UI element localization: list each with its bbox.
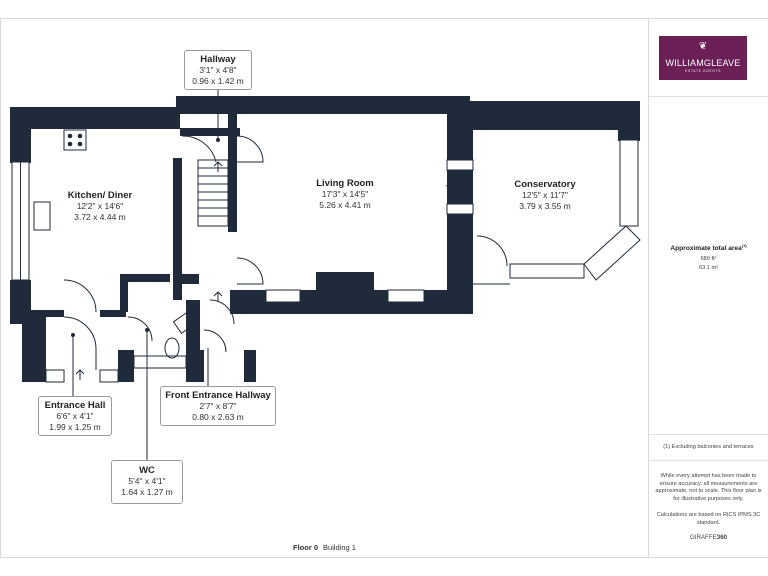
panel-divider — [649, 96, 768, 97]
room-name: Hallway — [200, 54, 236, 65]
area-heading-text: Approximate total area — [670, 245, 742, 253]
building-label: Building 1 — [323, 543, 356, 552]
floor-caption: Floor 0 Building 1 — [0, 543, 649, 552]
credit-b: 360 — [716, 534, 728, 541]
info-panel — [649, 18, 768, 558]
room-conservatory: Conservatory 12'5" x 11'7" 3.79 x 3.55 m — [495, 179, 595, 212]
callout-wc: WC 5'4" x 4'1" 1.64 x 1.27 m — [111, 460, 183, 504]
area-sqft: 680 ft² — [700, 256, 717, 262]
disclaimer-note: While every attempt has been made to ens… — [655, 473, 762, 502]
panel-divider — [649, 460, 768, 461]
brand-name: WILLIAMGLEAVE — [665, 58, 741, 68]
brand-logo: ❦ WILLIAMGLEAVE ESTATE AGENTS — [659, 36, 747, 80]
room-kitchen-diner: Kitchen/ Diner 12'2" x 14'6" 3.72 x 4.44… — [55, 190, 145, 223]
room-imperial: 5'4" x 4'1" — [128, 476, 166, 486]
room-name: WC — [139, 465, 155, 476]
room-imperial: 6'6" x 4'1" — [56, 411, 94, 421]
area-heading: Approximate total area(1) — [652, 242, 765, 253]
room-metric: 5.26 x 4.41 m — [319, 200, 371, 210]
room-imperial: 12'2" x 14'6" — [76, 201, 124, 211]
panel-divider — [649, 434, 768, 435]
callout-front-entrance-hallway: Front Entrance Hallway 2'7" x 8'7" 0.80 … — [160, 386, 276, 426]
floor-label: Floor 0 — [293, 543, 319, 552]
room-name: Conservatory — [514, 179, 576, 190]
room-name: Front Entrance Hallway — [165, 390, 271, 401]
room-metric: 3.72 x 4.44 m — [74, 212, 126, 222]
room-imperial: 17'3" x 14'5" — [321, 189, 369, 199]
callout-entrance-hall: Entrance Hall 6'6" x 4'1" 1.99 x 1.25 m — [38, 396, 112, 436]
room-name: Living Room — [316, 178, 374, 189]
room-metric: 0.96 x 1.42 m — [192, 76, 244, 86]
floor-plan-frame — [0, 18, 649, 558]
room-name: Entrance Hall — [44, 400, 106, 411]
room-metric: 0.80 x 2.63 m — [192, 412, 244, 422]
brand-tagline: ESTATE AGENTS — [684, 69, 722, 73]
room-metric: 1.64 x 1.27 m — [121, 487, 173, 497]
giraffe360-credit: GIRAFFE360 — [652, 534, 765, 542]
calculation-note: Calculations are based on RICS IPMS 3C s… — [656, 512, 761, 526]
callout-hallway: Hallway 3'1" x 4'8" 0.96 x 1.42 m — [184, 50, 252, 90]
credit-a: GIRAFFE — [689, 534, 717, 541]
room-imperial: 3'1" x 4'8" — [199, 65, 237, 75]
brand-monogram-icon: ❦ — [698, 41, 708, 52]
exclusion-note: (1) Excluding balconies and terraces — [663, 444, 754, 450]
room-imperial: 2'7" x 8'7" — [199, 401, 237, 411]
floor-plan-drawing — [10, 90, 641, 460]
area-sqm: 63.1 m² — [699, 265, 718, 271]
room-metric: 3.79 x 3.55 m — [519, 201, 571, 211]
room-metric: 1.99 x 1.25 m — [49, 422, 101, 432]
room-imperial: 12'5" x 11'7" — [522, 190, 568, 200]
room-living-room: Living Room 17'3" x 14'5" 5.26 x 4.41 m — [295, 178, 395, 211]
room-name: Kitchen/ Diner — [67, 190, 133, 201]
area-heading-mark: (1) — [741, 243, 747, 248]
